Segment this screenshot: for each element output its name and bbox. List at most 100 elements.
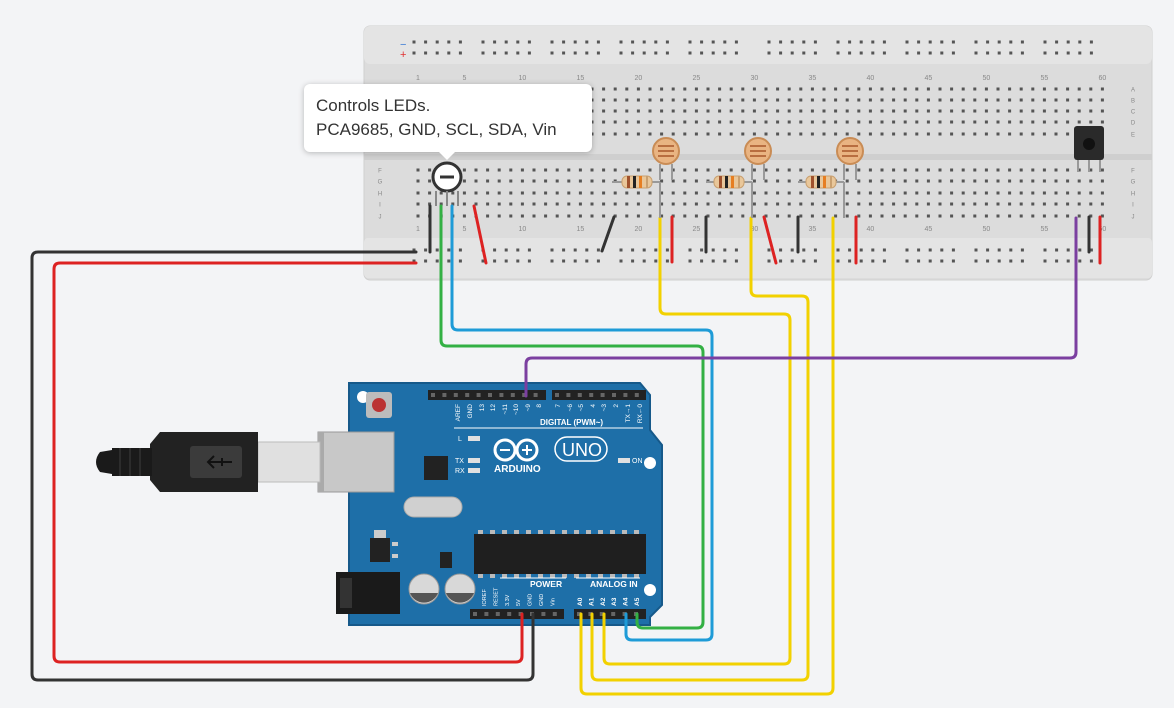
mount-hole — [644, 584, 656, 596]
component-tooltip: Controls LEDs. PCA9685, GND, SCL, SDA, V… — [304, 84, 592, 160]
regulator-tab — [374, 530, 386, 538]
row-letter: G — [378, 180, 383, 186]
column-number: 20 — [635, 75, 643, 82]
column-number: 35 — [809, 226, 817, 233]
column-number: 55 — [1041, 75, 1049, 82]
tooltip-line-1: Controls LEDs. — [316, 96, 431, 115]
analog-header — [574, 609, 646, 619]
digital-pin-label: ~10 — [513, 404, 520, 415]
components[interactable] — [431, 126, 1104, 218]
wire-yellow-a2[interactable] — [602, 216, 792, 666]
column-number: 1 — [416, 75, 420, 82]
bottom-power-rail — [364, 238, 1152, 278]
resistor[interactable] — [612, 175, 660, 189]
usb-plug-metal — [257, 441, 321, 483]
digital-pin-label: TX→1 — [625, 404, 632, 423]
row-letter: J — [1132, 215, 1135, 221]
capacitor-mark — [410, 593, 438, 603]
led-l — [468, 436, 480, 441]
resistor[interactable] — [706, 175, 752, 189]
arduino-logo — [493, 438, 539, 462]
row-letter: A — [1131, 88, 1135, 94]
digital-pwm-label: DIGITAL (PWM~) — [540, 418, 603, 427]
led-on — [618, 458, 630, 463]
power-pin-label: 3.3V — [505, 594, 511, 606]
column-number: 60 — [1099, 226, 1107, 233]
top-power-rail — [364, 26, 1152, 64]
digital-pin-label: GND — [467, 404, 474, 419]
led-tx — [468, 458, 480, 463]
row-letter: B — [1131, 99, 1135, 105]
wire-yellow-a0[interactable] — [579, 216, 835, 696]
jumper-black[interactable] — [600, 215, 616, 253]
digital-pin-label: AREF — [455, 404, 462, 421]
digital-pin-label: ~11 — [502, 404, 509, 415]
column-number: 15 — [577, 75, 585, 82]
jumper-red[interactable] — [472, 204, 488, 265]
photoresistor[interactable] — [836, 137, 864, 180]
power-pin-label: GND — [528, 594, 534, 606]
wire-red-5v[interactable] — [52, 261, 524, 664]
power-pin-label: RESET — [493, 587, 499, 606]
wire-blue-sda[interactable] — [450, 204, 714, 642]
column-number: 10 — [519, 75, 527, 82]
wire-black-gnd[interactable] — [30, 250, 535, 682]
column-number: 20 — [635, 226, 643, 233]
column-number: 10 — [519, 226, 527, 233]
column-number: 30 — [751, 75, 759, 82]
analog-in-label: ANALOG IN — [590, 579, 638, 589]
jumper-red[interactable] — [762, 215, 778, 265]
row-letter: H — [378, 192, 382, 198]
resistor[interactable] — [798, 175, 844, 189]
uno-label: UNO — [562, 440, 602, 460]
analog-pin-label: A4 — [623, 597, 630, 606]
arduino-brand: ARDUINO — [494, 464, 541, 475]
led-on-label: ON — [632, 458, 643, 465]
power-label: POWER — [530, 579, 562, 589]
crystal-oscillator — [403, 496, 463, 518]
reset-button-cap[interactable] — [372, 398, 386, 412]
wire-green-scl[interactable] — [439, 204, 705, 630]
capacitor-mark — [446, 593, 474, 603]
wires[interactable] — [30, 204, 1102, 696]
ir-receiver[interactable] — [1074, 126, 1104, 172]
tooltip-pointer — [439, 152, 455, 160]
potentiometer[interactable] — [431, 161, 463, 206]
dc-jack-detail — [340, 578, 352, 608]
rail-plus-sign: + — [400, 49, 406, 61]
column-number: 5 — [462, 226, 466, 233]
rail-minus-sign: − — [400, 39, 406, 51]
led-rx — [468, 468, 480, 473]
wire-purple-d9[interactable] — [524, 216, 1078, 398]
photoresistor[interactable] — [744, 137, 772, 180]
photoresistor[interactable] — [652, 137, 680, 180]
analog-pin-label: A5 — [634, 597, 641, 606]
row-letter: F — [1131, 169, 1135, 175]
usb-port — [317, 431, 395, 493]
digital-pin-label: ~9 — [525, 404, 532, 412]
usb-port-edge — [318, 432, 324, 492]
power-pin-label: GND — [539, 594, 545, 606]
regulator-pin — [392, 542, 398, 546]
voltage-regulator — [370, 538, 390, 562]
column-number: 45 — [925, 75, 933, 82]
usb-icon — [206, 455, 232, 469]
column-number: 35 — [809, 75, 817, 82]
led-rx-label: RX — [455, 468, 465, 475]
wire-yellow-a1[interactable] — [590, 216, 810, 682]
power-pin-label: 5V — [516, 599, 522, 606]
led-tx-label: TX — [455, 458, 464, 465]
analog-pin-label: A1 — [588, 597, 595, 606]
digital-header-left — [428, 390, 546, 400]
digital-pin-label: 4 — [590, 404, 597, 408]
column-number: 25 — [693, 75, 701, 82]
column-number: 45 — [925, 226, 933, 233]
digital-pin-label: ~6 — [567, 404, 574, 412]
column-number: 50 — [983, 75, 991, 82]
